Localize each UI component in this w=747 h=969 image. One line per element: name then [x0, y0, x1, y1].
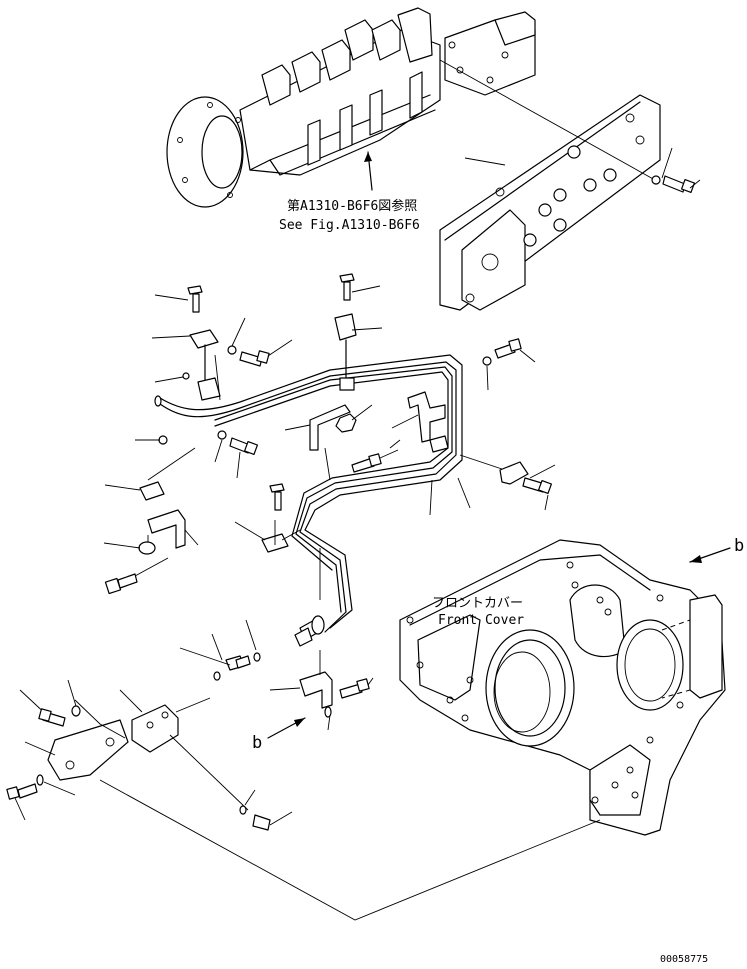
assembly-leader-line: [99, 779, 601, 921]
mounting-plate: [439, 59, 701, 311]
oil-tube-routing: [154, 354, 463, 647]
bolt-center-lower: [351, 439, 401, 473]
clamp-bolt-upper-left: [154, 285, 203, 313]
washer-bolt-upper-right: [482, 338, 536, 391]
bracket-lower-center: [269, 650, 374, 731]
clamp-bolt-top-center: [334, 273, 383, 391]
sensor-mount-lower-left: [6, 679, 293, 831]
view-arrow-b-upper: [689, 547, 731, 563]
clamp-bolt-center-lower: [234, 483, 321, 600]
drawing-number: 00058775: [660, 954, 708, 965]
view-mark-b-lower: b: [252, 733, 262, 753]
bracket-center: [284, 404, 373, 481]
bolt-left-lower: [104, 557, 169, 595]
clamp-right: [429, 454, 556, 516]
bracket-right: [391, 391, 449, 453]
washer-bolt-upper-left: [214, 317, 293, 401]
fittings-left: [179, 619, 261, 681]
reference-note-jp: 第A1310-B6F6図参照: [287, 198, 417, 214]
front-cover-casting: [399, 539, 726, 836]
clamp-upper-left: [151, 329, 221, 401]
control-valve-assembly: [166, 7, 536, 208]
bracket-left-mid: [103, 509, 199, 555]
view-arrow-b-lower: [267, 717, 306, 739]
front-cover-label-en: Front Cover: [438, 613, 524, 628]
reference-note-en: See Fig.A1310-B6F6: [279, 218, 420, 233]
front-cover-label-jp: フロントカバー: [432, 596, 523, 611]
clamp-left-mid: [104, 430, 259, 501]
view-mark-b-upper: b: [734, 536, 744, 556]
